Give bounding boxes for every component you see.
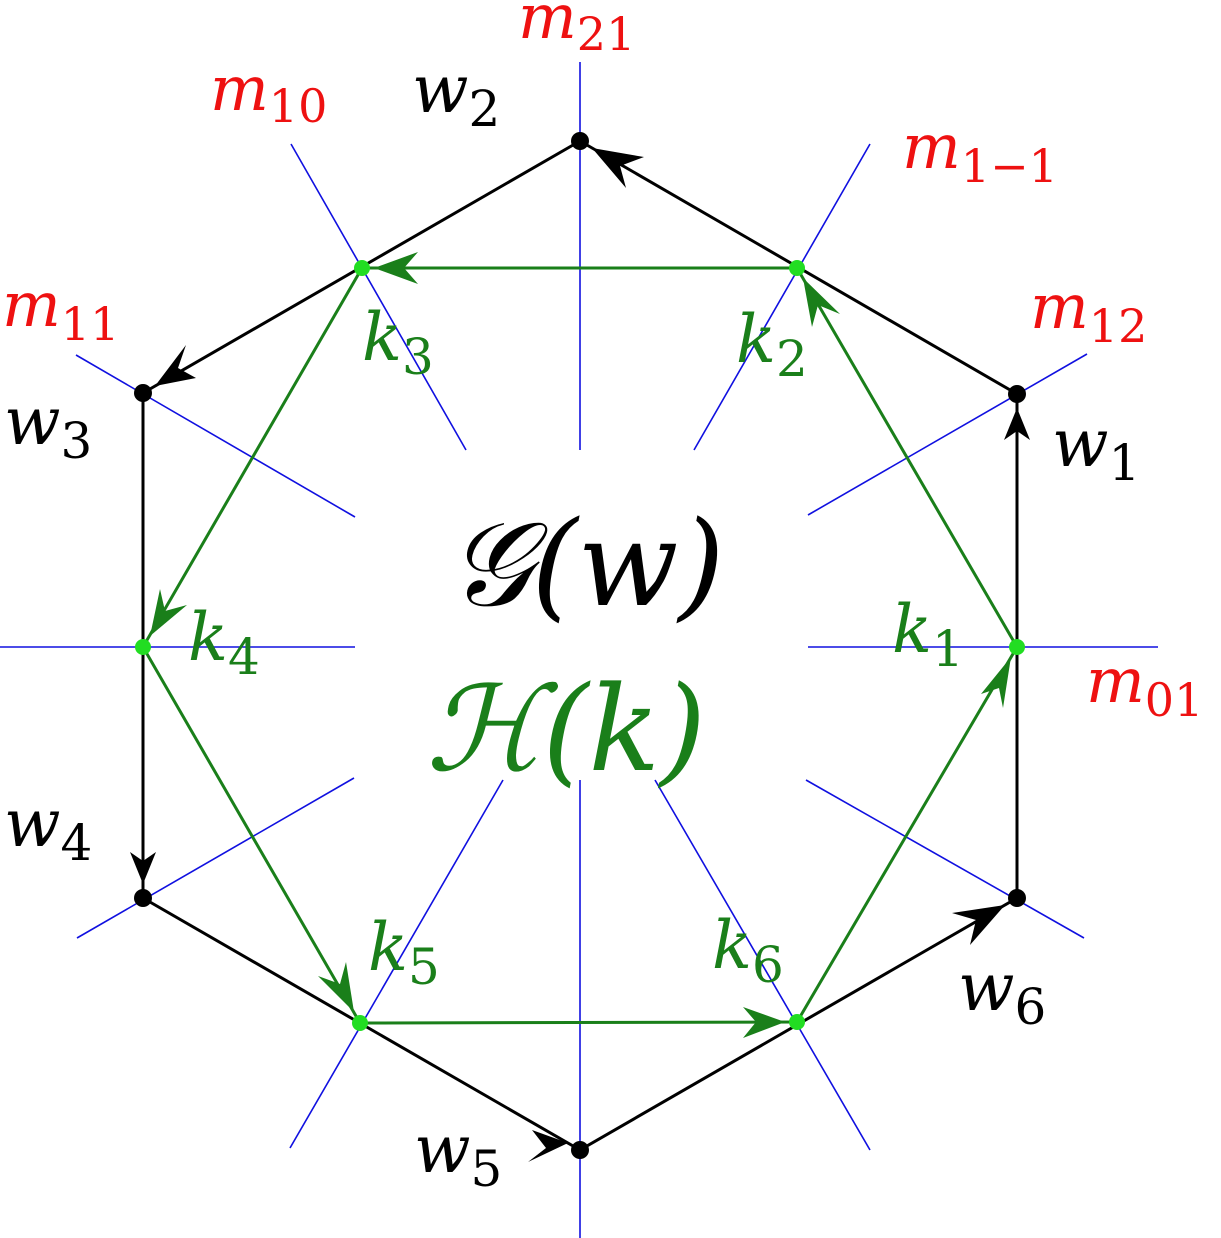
mirror-label-m12: m12	[1030, 270, 1147, 353]
w-labels: w1 w2 w3 w4 w5 w6	[4, 51, 1140, 1198]
k-arrow-to-k6	[743, 1007, 785, 1038]
vertex-label-w5: w5	[414, 1111, 502, 1198]
mirror-line-m1-1-bottom	[289, 779, 504, 1149]
w-arrow-to-w5	[528, 1130, 568, 1162]
vertex-label-w1: w1	[1052, 405, 1140, 492]
w-arrow-to-w4	[130, 852, 156, 884]
mirror-label-m1-1: m1−1	[902, 110, 1058, 193]
center-label-g-of-w: 𝒢(w)	[447, 495, 724, 633]
mirror-line-m10-bottom	[654, 779, 871, 1151]
mirror-label-m10: m10	[210, 52, 327, 133]
center-label-h-of-k: ℋ(k)	[426, 660, 706, 798]
w4-vertex	[134, 889, 152, 907]
w-arrow-to-w1	[1004, 408, 1030, 440]
k5-vertex	[352, 1015, 368, 1031]
k-labels: k1 k2 k3 k4 k5 k6	[188, 299, 964, 996]
mirror-lines	[0, 62, 1158, 1238]
vertex-label-k3: k3	[362, 299, 434, 386]
mirror-line-m11-top	[75, 354, 356, 518]
w5-vertex	[571, 1141, 589, 1159]
w1-vertex	[1008, 385, 1026, 403]
k-arrow-to-k4	[150, 589, 187, 636]
k-hexagon	[141, 252, 1019, 1038]
k-edge-k6-k1	[795, 646, 1019, 1023]
vertex-label-w6: w6	[958, 949, 1046, 1036]
w-vertices	[134, 132, 1026, 1159]
w2-vertex	[571, 132, 589, 150]
mirror-line-m12-bottom	[76, 777, 355, 939]
vertex-label-w2: w2	[412, 51, 500, 138]
vertex-label-w3: w3	[4, 383, 92, 470]
w-arrow-to-w3	[155, 345, 196, 386]
k-arrow-to-k5	[318, 962, 354, 1012]
vertex-label-k2: k2	[736, 301, 808, 388]
k-arrow-to-k2	[803, 278, 840, 327]
vertex-label-k4: k4	[188, 599, 260, 686]
mirror-line-m12-top	[807, 353, 1088, 516]
k-arrow-to-k3	[374, 252, 418, 284]
mirror-line-m10-top	[290, 143, 467, 451]
k-edge-k3-k4	[141, 267, 364, 648]
w-arrow-to-w2	[592, 148, 644, 188]
mirror-line-m1-1-top	[693, 143, 871, 451]
k-vertices	[135, 260, 1025, 1031]
vertex-label-w4: w4	[4, 785, 92, 872]
mirror-label-m01: m01	[1086, 644, 1203, 727]
mirror-labels: m21 m10 m1−1 m11 m12 m01	[2, 0, 1203, 727]
k-edge-k1-k2	[795, 267, 1019, 648]
mirror-label-m21: m21	[518, 0, 635, 61]
k-arrow-to-k1	[981, 657, 1011, 708]
w3-vertex	[134, 384, 152, 402]
k1-vertex	[1009, 639, 1025, 655]
k-edge-k5-k6	[359, 1020, 798, 1025]
w-arrow-to-w6	[952, 905, 1005, 945]
k3-vertex	[354, 260, 370, 276]
mirror-line-m11-bottom	[805, 779, 1085, 939]
w6-vertex	[1008, 889, 1026, 907]
k6-vertex	[789, 1014, 805, 1030]
k4-vertex	[135, 639, 151, 655]
vertex-label-k6: k6	[712, 907, 784, 994]
mirror-label-m11: m11	[2, 268, 119, 351]
k2-vertex	[789, 260, 805, 276]
k-edge-k4-k5	[141, 646, 362, 1024]
vertex-label-k1: k1	[892, 591, 964, 678]
vertex-label-k5: k5	[368, 909, 440, 996]
